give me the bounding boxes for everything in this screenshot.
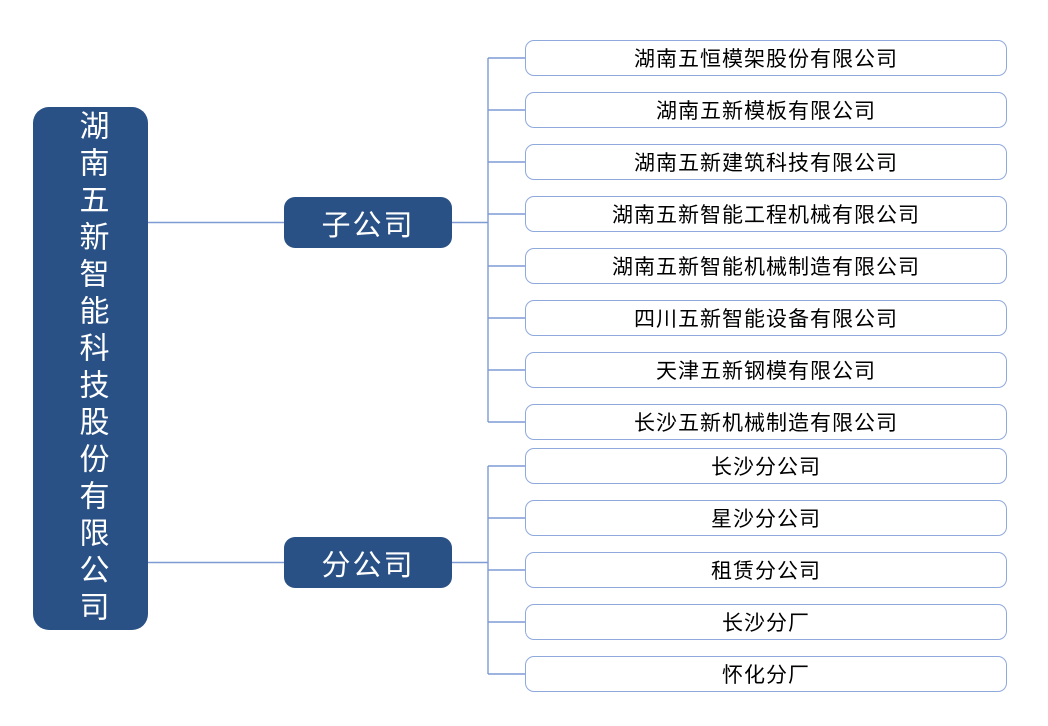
leaf-node-subsidiary-6: 四川五新智能设备有限公司: [525, 300, 1007, 336]
group-label-subsidiaries: 子公司: [321, 209, 415, 242]
root-company-node: 湖南五新智能科技股份有限公司: [33, 107, 148, 630]
leaf-node-subsidiary-3: 湖南五新建筑科技有限公司: [525, 144, 1007, 180]
leaf-node-subsidiary-4: 湖南五新智能工程机械有限公司: [525, 196, 1007, 232]
group-node-branches: 分公司: [284, 537, 452, 588]
leaf-node-branch-3: 租赁分公司: [525, 552, 1007, 588]
leaf-node-branch-1: 长沙分公司: [525, 448, 1007, 484]
leaf-node-subsidiary-8: 长沙五新机械制造有限公司: [525, 404, 1007, 440]
leaf-node-subsidiary-2: 湖南五新模板有限公司: [525, 92, 1007, 128]
group-node-subsidiaries: 子公司: [284, 197, 452, 248]
group-label-branches: 分公司: [321, 549, 415, 582]
leaf-node-branch-4: 长沙分厂: [525, 604, 1007, 640]
root-company-label: 湖南五新智能科技股份有限公司: [74, 109, 108, 628]
leaf-node-subsidiary-1: 湖南五恒模架股份有限公司: [525, 40, 1007, 76]
leaf-node-subsidiary-5: 湖南五新智能机械制造有限公司: [525, 248, 1007, 284]
leaf-node-branch-2: 星沙分公司: [525, 500, 1007, 536]
leaf-node-branch-5: 怀化分厂: [525, 656, 1007, 692]
leaf-node-subsidiary-7: 天津五新钢模有限公司: [525, 352, 1007, 388]
